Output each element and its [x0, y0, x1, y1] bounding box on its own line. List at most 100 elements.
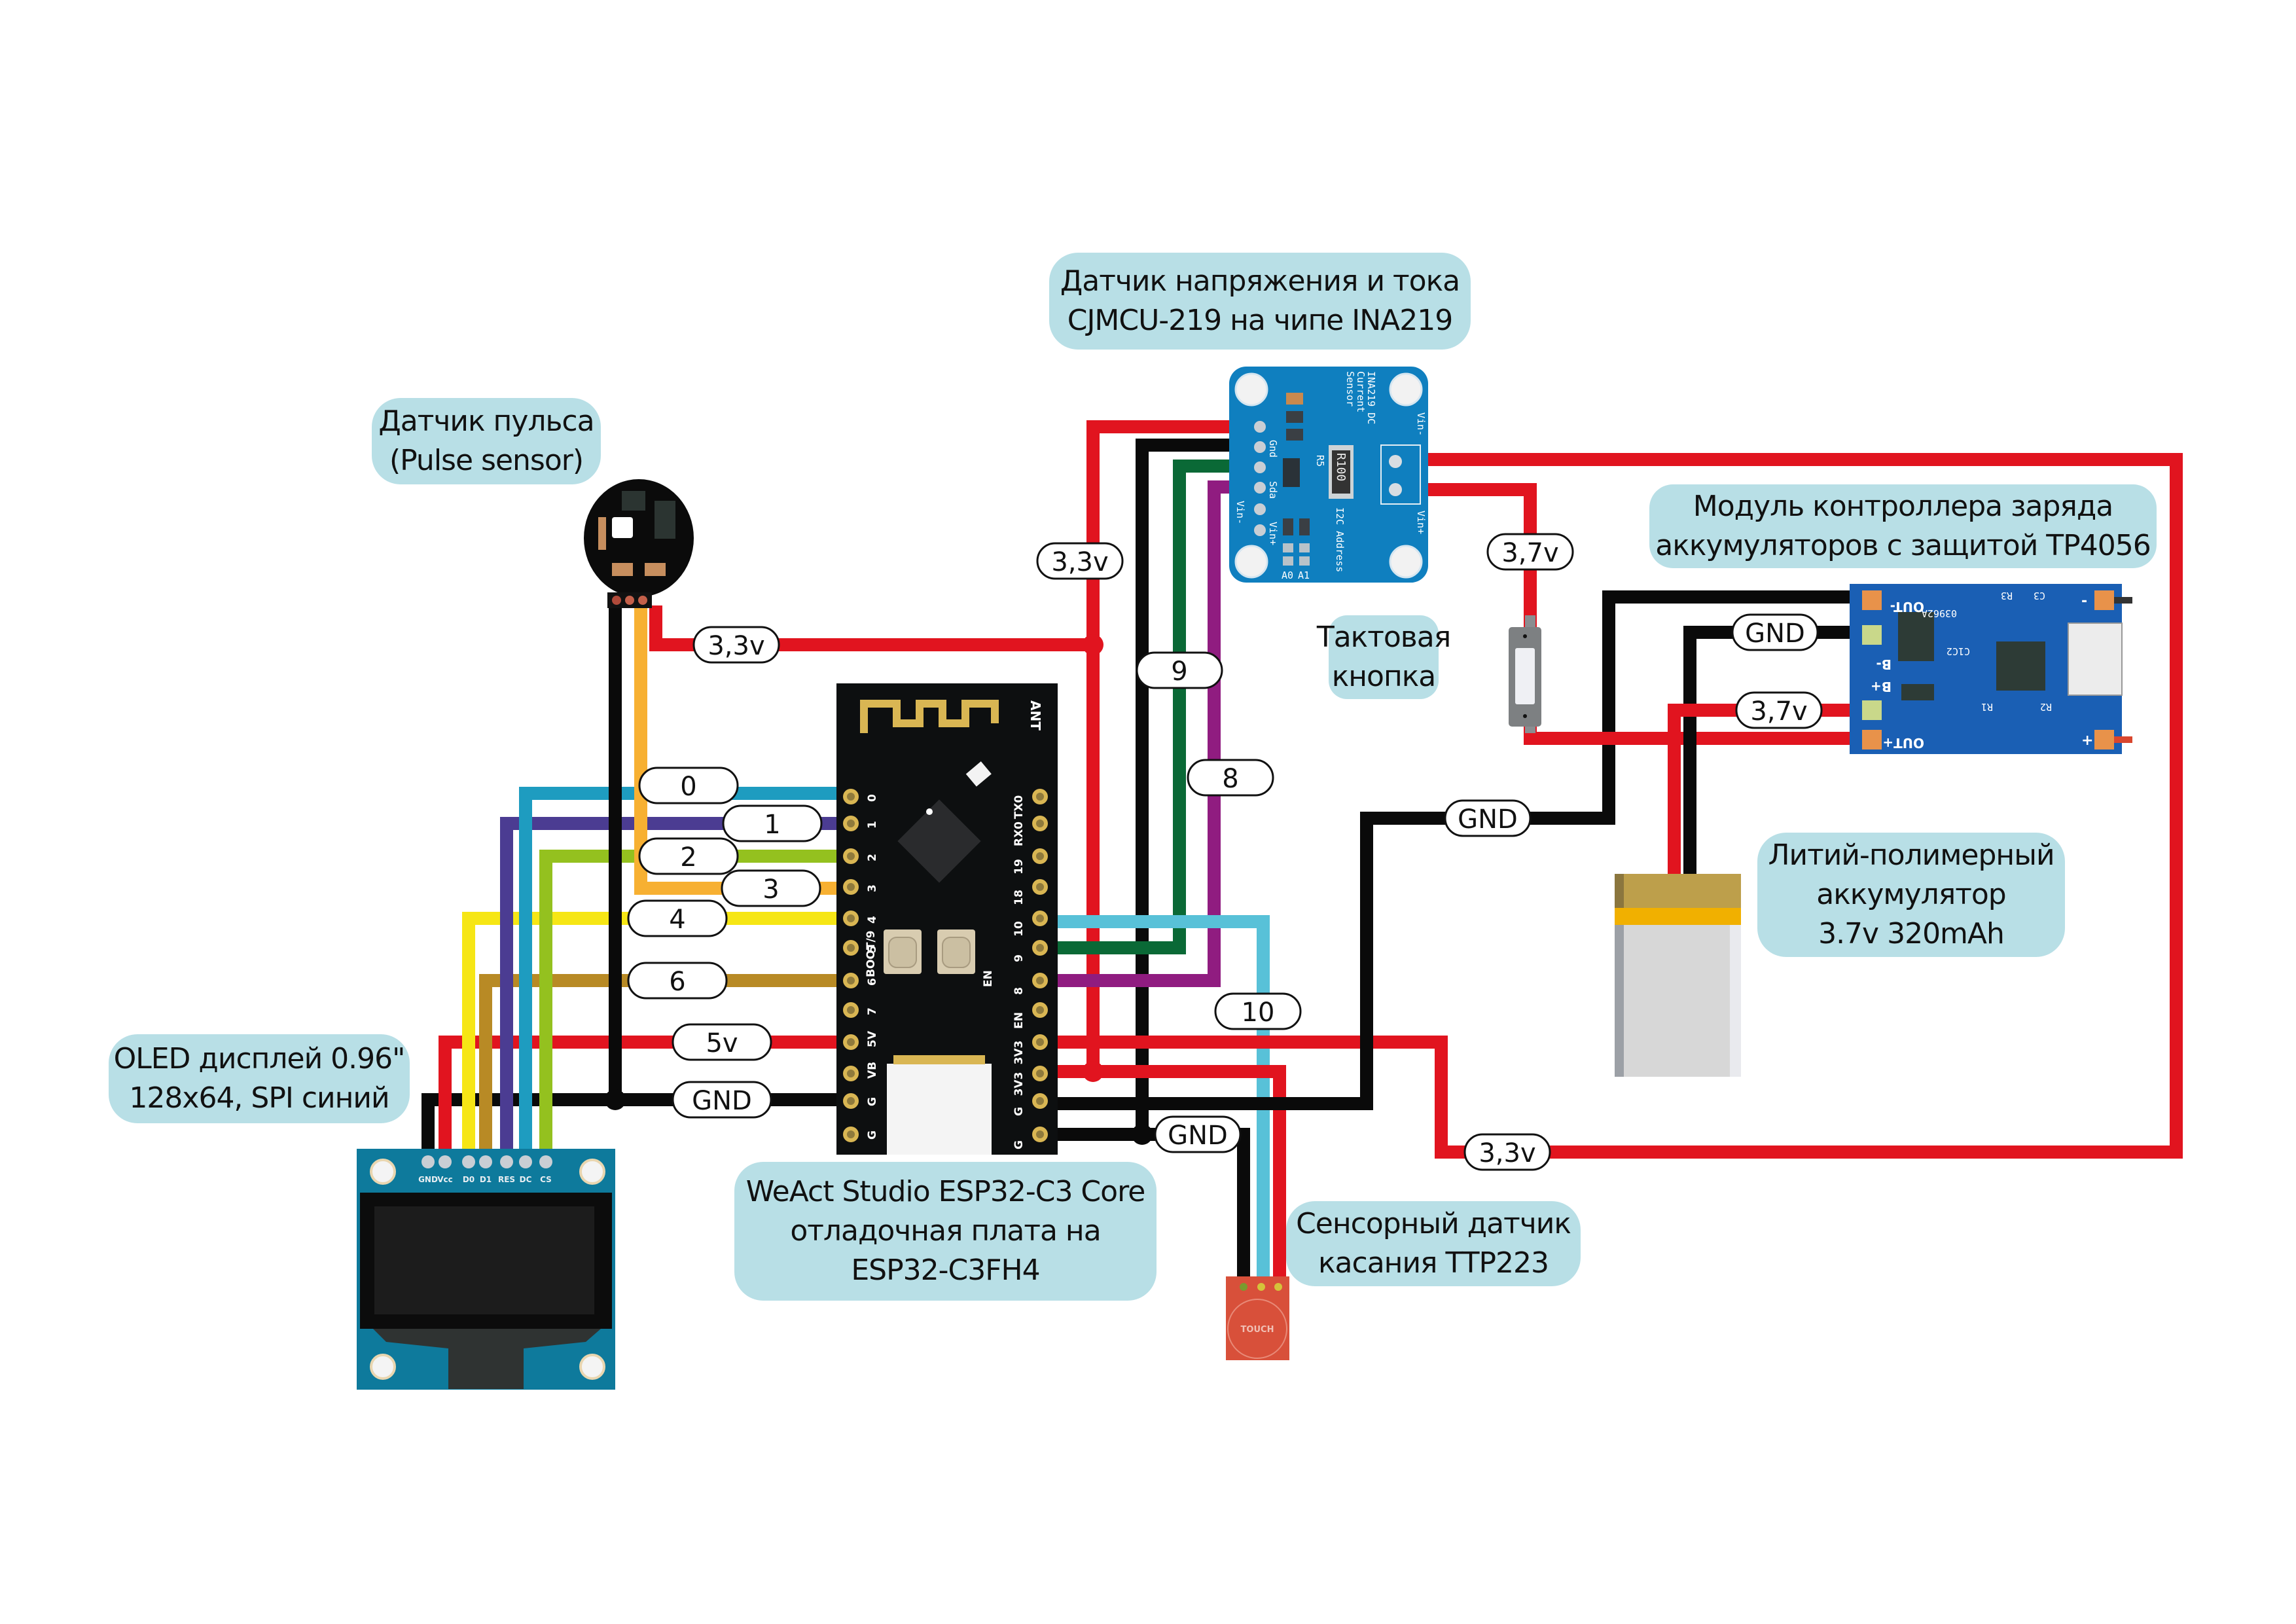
button-dot	[1523, 634, 1527, 638]
esp32-left-pin-label: 5	[866, 945, 879, 953]
esp32-right-pin-hole	[1036, 1038, 1044, 1046]
wire-label-pill	[638, 837, 739, 875]
pad-b-plus	[1862, 700, 1882, 720]
mount-hole	[1234, 372, 1268, 406]
mount-hole	[579, 1354, 605, 1380]
mount-hole	[1389, 545, 1423, 579]
wire-label-text: 3,3v	[708, 631, 764, 661]
wire-label-pill	[1444, 799, 1532, 837]
button-actuator[interactable]	[1515, 648, 1535, 704]
touch-pin-vcc	[1274, 1283, 1282, 1291]
wire-button-tp-out	[1524, 725, 1878, 745]
pad-b-minus	[1862, 625, 1882, 645]
esp32-right-pin-hole	[1036, 914, 1044, 922]
ina219-terminal-vinplus-label: Vin+	[1415, 511, 1427, 534]
caption-oled: OLED дисплей 0.96" 128x64, SPI синий	[109, 1034, 410, 1123]
wire-label-tp-gnd: GND	[1731, 613, 1819, 651]
oled-flex-cable	[373, 1329, 601, 1389]
wire-label-gpio8: 8	[1187, 759, 1274, 797]
label-chip-marking: 03962A	[1922, 607, 1957, 619]
wire-label-text: 3,3v	[1479, 1138, 1535, 1168]
wire-label-gpio10: 10	[1214, 992, 1302, 1030]
ina219-terminal-vinminus-label: Vin-	[1415, 412, 1427, 436]
junction-33v-pulse	[1083, 634, 1103, 655]
pulse-led	[616, 521, 629, 534]
pad-out-plus	[1862, 730, 1882, 749]
wire-label-gnd-touch: GND	[1154, 1115, 1242, 1153]
wire-label-gpio6: 6	[627, 962, 728, 1000]
esp32-right-pin-hole	[1036, 944, 1044, 952]
wire-label-text: 10	[1242, 998, 1275, 1028]
label-b-minus: B-	[1876, 657, 1892, 672]
esp32-left-pin-label: 7	[866, 1007, 879, 1015]
esp32-left-pin-label: 5V	[866, 1030, 879, 1047]
caption-ina219-line2: CJMCU-219 на чипе INA219	[1067, 304, 1454, 337]
caption-touch: Сенсорный датчик касания TTP223	[1286, 1201, 1581, 1286]
caption-esp32-line1: WeAct Studio ESP32-C3 Core	[745, 1175, 1146, 1208]
wire-label-pill	[672, 1023, 772, 1061]
chip-dot	[926, 808, 933, 815]
wire-label-pill	[1486, 533, 1574, 571]
esp32-right-pin-label: 19	[1013, 859, 1026, 875]
pad-out-minus	[1862, 590, 1882, 610]
caption-pulse-line1: Датчик пульса	[378, 405, 594, 438]
esp32-left-pin-hole	[847, 1038, 855, 1046]
esp32-left-pin-hole	[847, 914, 855, 922]
ina-pin-scl	[1254, 461, 1266, 473]
wire-label-pill	[1036, 542, 1124, 580]
battery-cap-shadow	[1615, 874, 1624, 908]
esp32-left-pin-label: 1	[866, 821, 879, 829]
battery-body-shadow	[1615, 925, 1624, 1077]
caption-pulse-line2: (Pulse sensor)	[389, 444, 584, 477]
label-c3: C3	[2034, 590, 2045, 602]
esp32-left-pin-label: G	[866, 1097, 879, 1106]
esp32-left-pin-label: G	[866, 1130, 879, 1140]
wire-oled-d1	[479, 974, 851, 1165]
label-minus: -	[2081, 593, 2087, 609]
esp32-right-pin-hole	[1036, 1070, 1044, 1077]
wire-label-pill	[1463, 1133, 1551, 1171]
battery-tape	[1615, 908, 1741, 925]
wire-label-v5: 5v	[672, 1023, 772, 1061]
boot-button-cap	[888, 937, 917, 968]
wire-label-text: GND	[1168, 1121, 1228, 1151]
caption-ina219-line1: Датчик напряжения и тока	[1060, 264, 1460, 298]
caption-tp4056: Модуль контроллера заряда аккумуляторов …	[1649, 484, 2157, 568]
protection-chip	[1898, 612, 1934, 661]
mount-hole	[1234, 545, 1268, 579]
tp4056-chip	[1996, 641, 2045, 691]
wire-label-text: 2	[680, 842, 696, 873]
wire-label-text: 1	[764, 810, 780, 840]
junctions	[605, 634, 1153, 1145]
esp32-right-pin-hole	[1036, 793, 1044, 801]
wire-label-text: GND	[692, 1086, 752, 1116]
battery-body	[1615, 925, 1741, 1077]
esp32-right-pin-label: 9	[1013, 954, 1026, 962]
ina219-cap	[1286, 393, 1303, 405]
pad-in-minus	[2094, 590, 2114, 610]
wire-label-text: GND	[1458, 804, 1518, 835]
button-dot	[1523, 714, 1527, 718]
ina219-pin-label-vinplus: Vin+	[1267, 522, 1279, 545]
caption-tp4056-line1: Модуль контроллера заряда	[1693, 490, 2113, 523]
mount-hole	[370, 1159, 396, 1185]
wire-label-pill	[672, 1081, 772, 1119]
ina219-a0-label: A0	[1282, 569, 1293, 581]
ina219-shunt-body	[1332, 450, 1350, 494]
ina-pin-vinplus	[1254, 524, 1266, 536]
address-pad	[1299, 543, 1310, 552]
esp32-right-pin-hole	[1036, 820, 1044, 827]
pulse-part	[612, 563, 633, 576]
wire-label-pill	[1735, 691, 1823, 729]
esp32-left-pin-hole	[847, 820, 855, 827]
caption-esp32-line2: отладочная плата на	[790, 1214, 1101, 1248]
wire-3v3-touch	[1040, 1065, 1286, 1286]
address-pad	[1299, 518, 1310, 535]
mount-hole	[1389, 372, 1423, 406]
wire-label-gpio1: 1	[722, 804, 823, 842]
esp32-right-pin-label: 8	[1013, 987, 1026, 995]
antenna-label: ANT	[1028, 700, 1043, 731]
wire-label-gpio3: 3	[721, 869, 821, 907]
